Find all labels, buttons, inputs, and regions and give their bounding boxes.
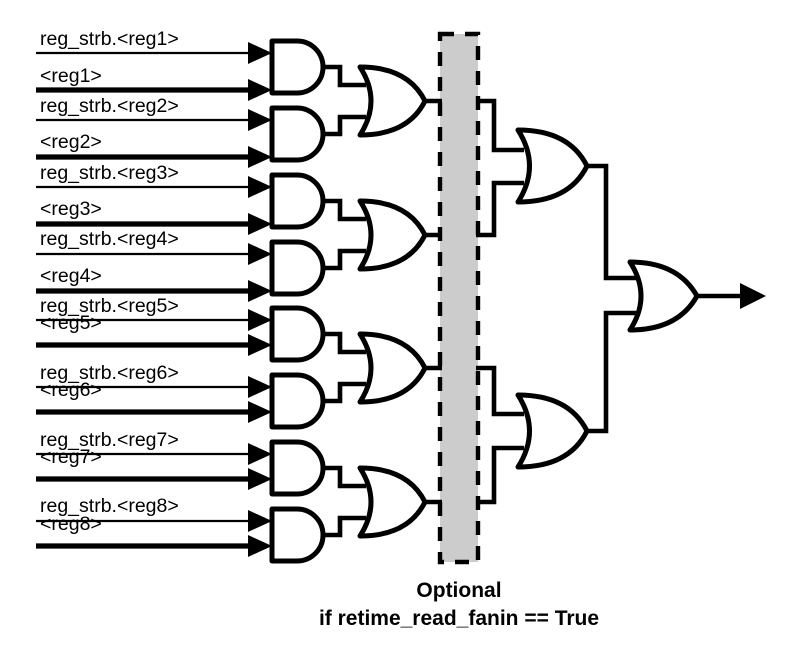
or-gate-level1-a — [357, 64, 428, 138]
wire-and-reg6-to-or3 — [323, 381, 366, 404]
arrowhead-strobe-reg6 — [248, 376, 272, 398]
wire-and-reg1-to-or1 — [323, 64, 366, 88]
caption-line-condition: if retime_read_fanin == True — [319, 607, 599, 630]
or-gates-level1-group — [357, 64, 428, 539]
input-label-data-reg4: <reg4> — [40, 265, 102, 287]
wire-and-reg7-to-or4 — [323, 465, 366, 489]
or1-to-box-wires-group — [424, 98, 442, 505]
or-gate-level2-top — [515, 127, 590, 205]
arrowhead-data-reg5 — [248, 334, 272, 356]
and-gate-reg1 — [269, 38, 326, 96]
input-label-strobe-reg8: reg_strb.<reg8> — [40, 495, 179, 517]
box-to-or2-wires-group — [476, 98, 524, 505]
arrowhead-strobe-reg4 — [248, 243, 272, 265]
wire-or2top-to-final — [586, 163, 636, 281]
or-gate-level1-c — [357, 331, 428, 405]
wire-box-to-or2a-in2 — [476, 180, 524, 238]
and-gates-group — [269, 38, 326, 564]
wire-and-reg5-to-or3 — [323, 331, 366, 355]
and-gate-reg4 — [269, 239, 326, 297]
output-group — [696, 283, 766, 309]
wire-box-to-or2b-in2 — [476, 445, 524, 505]
wire-and-reg4-to-or2 — [323, 248, 366, 271]
arrowhead-data-reg6 — [248, 401, 272, 423]
or-gate-level1-d — [357, 465, 428, 539]
input-label-strobe-reg2: reg_strb.<reg2> — [40, 95, 179, 117]
output-arrowhead — [740, 283, 766, 309]
input-label-data-reg3: <reg3> — [40, 198, 102, 220]
or2-to-or3-wires-group — [586, 163, 636, 434]
input-label-strobe-reg6: reg_strb.<reg6> — [40, 362, 179, 384]
arrowhead-strobe-reg5 — [248, 309, 272, 331]
wire-and-reg2-to-or1 — [323, 114, 366, 137]
arrowhead-data-reg4 — [248, 280, 272, 302]
or-gate-level2-bottom — [515, 392, 590, 470]
wire-box-to-or2a-in1 — [476, 98, 524, 153]
input-label-data-reg8: <reg8> — [40, 513, 102, 535]
arrowhead-strobe-reg2 — [248, 109, 272, 131]
input-arrowheads-group — [248, 42, 272, 557]
wire-and-reg8-to-or4 — [323, 515, 366, 538]
arrowhead-data-reg2 — [248, 146, 272, 168]
arrowhead-data-reg7 — [248, 468, 272, 490]
input-label-data-reg5: <reg5> — [40, 312, 102, 334]
and-gate-reg8 — [269, 506, 326, 564]
input-label-data-reg6: <reg6> — [40, 379, 102, 401]
input-label-data-reg7: <reg7> — [40, 446, 102, 468]
and-gate-reg5 — [269, 305, 326, 363]
input-label-strobe-reg3: reg_strb.<reg3> — [40, 162, 179, 184]
and-gate-reg6 — [269, 372, 326, 430]
wire-or2bottom-to-final — [586, 310, 636, 434]
optional-caption-group: Optional if retime_read_fanin == True — [319, 579, 599, 630]
or-gate-level1-b — [357, 198, 428, 272]
and-gate-reg7 — [269, 439, 326, 497]
or-gate-final-output — [627, 259, 700, 333]
wire-box-to-or2b-in1 — [476, 365, 524, 417]
input-label-strobe-reg1: reg_strb.<reg1> — [40, 28, 179, 50]
arrowhead-strobe-reg3 — [248, 176, 272, 198]
arrowhead-data-reg1 — [248, 79, 272, 101]
input-label-data-reg2: <reg2> — [40, 131, 102, 153]
input-label-strobe-reg7: reg_strb.<reg7> — [40, 429, 179, 451]
optional-retime-box — [437, 31, 481, 565]
wire-and-reg3-to-or2 — [323, 198, 366, 222]
arrowhead-strobe-reg8 — [248, 510, 272, 532]
arrowhead-data-reg8 — [248, 535, 272, 557]
arrowhead-data-reg3 — [248, 213, 272, 235]
and-gate-reg3 — [269, 172, 326, 230]
and-to-or1-wires-group — [323, 64, 366, 538]
input-label-strobe-reg4: reg_strb.<reg4> — [40, 228, 179, 250]
caption-line-optional: Optional — [416, 579, 501, 602]
input-label-data-reg1: <reg1> — [40, 65, 102, 87]
arrowhead-strobe-reg7 — [248, 443, 272, 465]
input-labels-group: reg_strb.<reg1> <reg1> reg_strb.<reg2> <… — [40, 28, 179, 535]
and-gate-reg2 — [269, 105, 326, 163]
input-wires-group — [36, 51, 250, 549]
arrowhead-strobe-reg1 — [248, 42, 272, 64]
input-label-strobe-reg5: reg_strb.<reg5> — [40, 295, 179, 317]
or-gates-level2-group — [515, 127, 590, 470]
